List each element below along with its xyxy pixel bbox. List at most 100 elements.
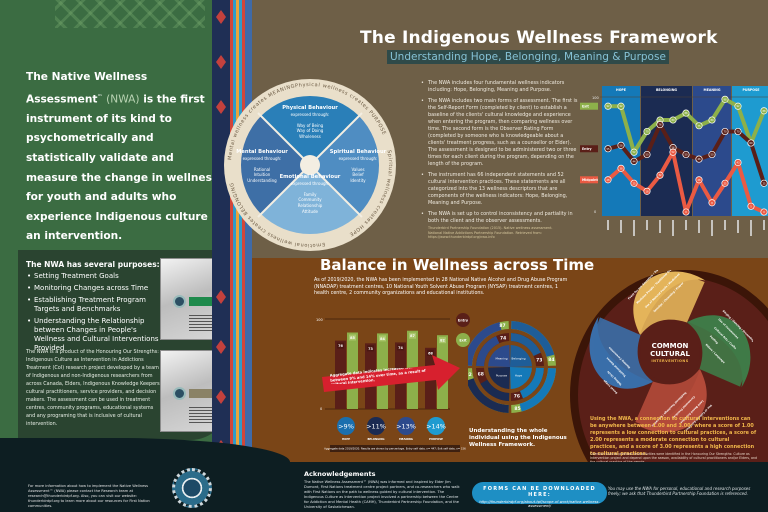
svg-text:>9%: >9% (338, 423, 354, 431)
quadrant-mental (240, 116, 310, 214)
svg-text:88: 88 (762, 110, 766, 113)
svg-text:56: 56 (671, 147, 675, 150)
purposes-title: The NWA has several purposes: (26, 260, 160, 269)
svg-text:Entry: Entry (458, 319, 469, 323)
svg-text:50: 50 (645, 154, 649, 157)
svg-text:52: 52 (632, 151, 636, 154)
svg-text:74: 74 (398, 346, 403, 350)
svg-text:>13%: >13% (396, 423, 416, 431)
balance-description: As of 2019/2020, the NWA has been implem… (314, 278, 568, 297)
legend-tag (580, 102, 598, 110)
svg-text:58: 58 (619, 144, 623, 147)
svg-text:100: 100 (592, 96, 599, 100)
balance-title: Balance in Wellness across Time (320, 256, 595, 274)
acknowledgements-title: Acknowledgements (304, 470, 376, 478)
svg-text:25: 25 (632, 182, 636, 185)
svg-text:92: 92 (606, 105, 610, 108)
svg-text:Purpose: Purpose (496, 373, 508, 377)
svg-text:70: 70 (736, 131, 740, 134)
svg-text:5: 5 (750, 205, 752, 208)
svg-text:BELONGING: BELONGING (367, 437, 384, 441)
forms-label: FORMS CAN BE DOWNLOADED HERE: (483, 486, 596, 498)
cultural-interventions-swirl: Feast for our Ancestors / Travel Caps wi… (589, 270, 753, 432)
intro-lead: The Native Wellness Assessment (26, 71, 148, 106)
svg-text:84: 84 (380, 337, 385, 341)
diamond-icon (216, 340, 226, 354)
svg-text:82: 82 (468, 372, 472, 378)
svg-text:74: 74 (500, 335, 506, 341)
change-drop (427, 417, 445, 435)
svg-text:25: 25 (723, 182, 727, 185)
change-drop (367, 417, 385, 435)
framework-subtitle: Understanding Hope, Belonging, Meaning &… (387, 50, 669, 64)
diamond-icon (216, 390, 226, 404)
svg-text:98: 98 (723, 98, 727, 101)
wheel-quadrants (240, 95, 380, 235)
svg-text:Midpoint: Midpoint (582, 178, 598, 182)
svg-text:0: 0 (685, 211, 687, 214)
legend-exit (456, 333, 470, 347)
svg-text:55: 55 (606, 148, 610, 151)
purpose-item: Understanding the Relationship between C… (26, 317, 166, 353)
svg-text:73: 73 (368, 347, 373, 351)
svg-text:44: 44 (632, 160, 636, 163)
purpose-item: Monitoring Changes across Time (26, 284, 166, 293)
svg-text:HOPE: HOPE (616, 88, 626, 92)
forms-download-link[interactable]: FORMS CAN BE DOWNLOADED HERE: http://thu… (472, 482, 607, 508)
bullet-item: The NWA includes four fundamental wellne… (420, 80, 580, 94)
intro-statement: The Native Wellness Assessment™ (NWA) is… (26, 68, 226, 247)
forms-url[interactable]: http://thunderbirdpf.org/about-tpf/scope… (479, 500, 600, 508)
svg-text:18: 18 (645, 190, 649, 193)
svg-text:68: 68 (478, 371, 484, 377)
svg-text:73: 73 (536, 358, 542, 364)
svg-text:MEANING: MEANING (704, 88, 721, 92)
bar (335, 340, 346, 409)
diamond-icon (216, 100, 226, 114)
svg-text:70: 70 (645, 131, 649, 134)
svg-text:PURPOSE: PURPOSE (429, 437, 443, 441)
bar (347, 332, 358, 409)
svg-text:70: 70 (723, 131, 727, 134)
product-description: The NWA is a product of the Honouring Ou… (26, 349, 162, 427)
svg-text:68: 68 (428, 351, 433, 355)
intro-abbr: (NWA) (106, 93, 140, 106)
svg-text:28: 28 (697, 179, 701, 182)
svg-text:38: 38 (619, 167, 623, 170)
svg-text:100: 100 (316, 318, 323, 322)
svg-text:80: 80 (658, 119, 662, 122)
legend-entry (456, 313, 470, 327)
purposes-list: The NWA has several purposes: Setting Tr… (26, 260, 166, 356)
quadrant-physical (261, 95, 359, 165)
svg-text:8: 8 (711, 202, 713, 205)
svg-text:76: 76 (658, 124, 662, 127)
svg-text:Fasting: Fasting (709, 334, 720, 345)
svg-text:0: 0 (763, 211, 765, 214)
svg-text:Belonging: Belonging (511, 357, 525, 361)
svg-text:92: 92 (736, 105, 740, 108)
framework-title: The Indigenous Wellness Framework (360, 28, 718, 48)
svg-text:43: 43 (736, 162, 740, 165)
thunderbird-logo-icon (172, 468, 212, 508)
diamond-icon (216, 55, 226, 69)
svg-text:0: 0 (594, 210, 596, 214)
svg-text:>14%: >14% (426, 423, 446, 431)
svg-text:25: 25 (762, 182, 766, 185)
svg-text:50: 50 (710, 154, 714, 157)
change-drop (337, 417, 355, 435)
arrow-text: Aggregate data indicates increased welln… (330, 368, 426, 384)
svg-text:Entry: Entry (582, 147, 593, 151)
svg-text:Hope: Hope (515, 373, 523, 377)
svg-text:60: 60 (749, 142, 753, 145)
framework-bullets: The NWA includes four fundamental wellne… (420, 80, 580, 229)
contact-note: For more information about how to implem… (28, 484, 150, 508)
trademark: ™ (97, 93, 103, 100)
svg-text:HOPE: HOPE (342, 437, 350, 441)
svg-text:92: 92 (619, 105, 623, 108)
svg-text:87: 87 (499, 323, 505, 329)
